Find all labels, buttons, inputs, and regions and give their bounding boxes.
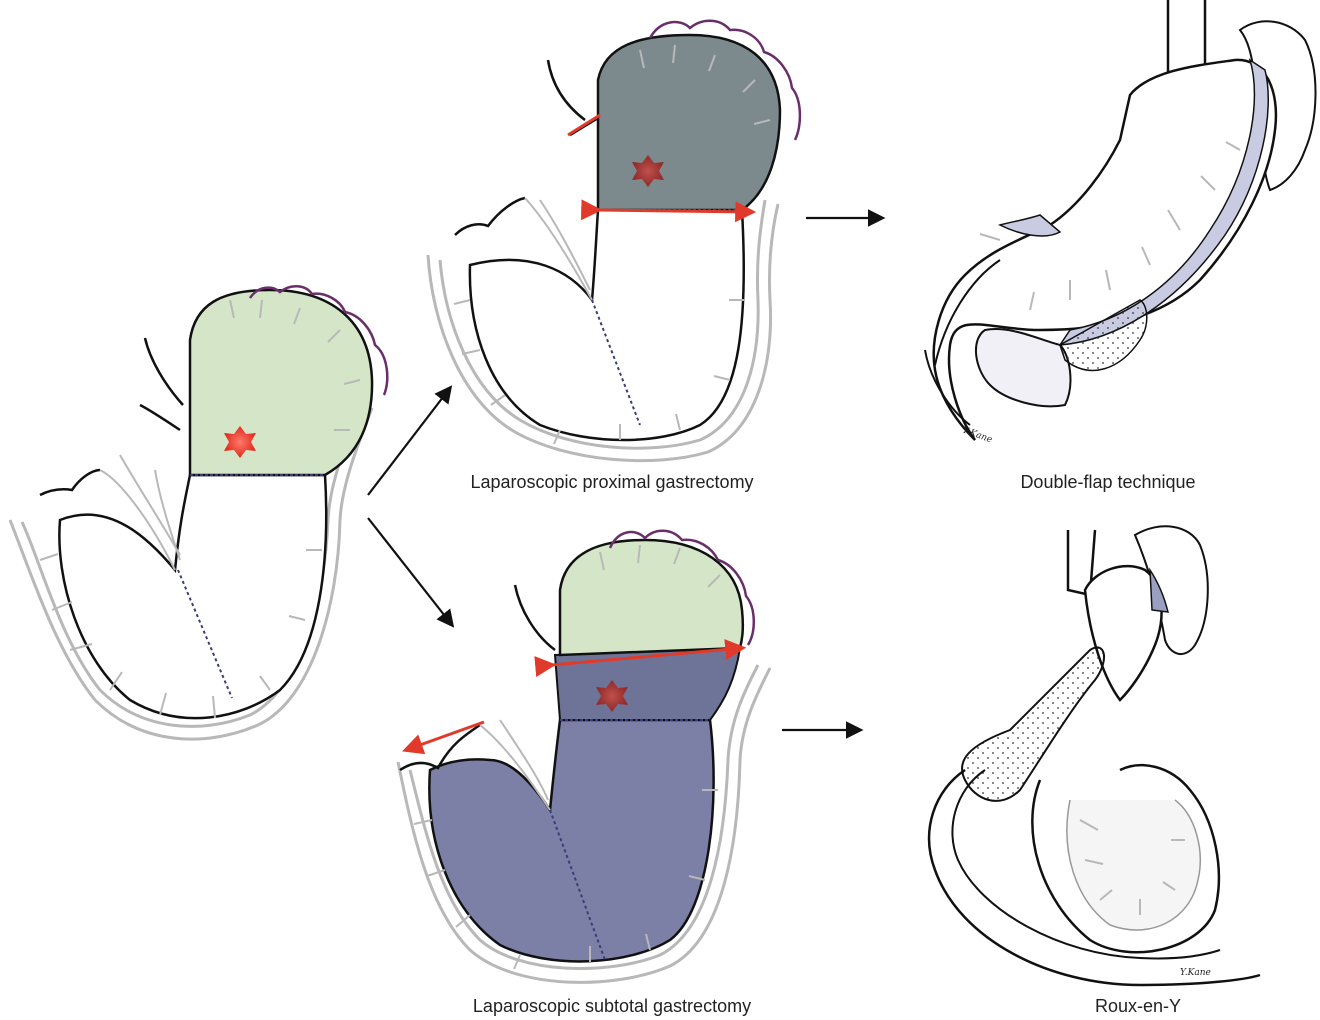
stomach-outline [470,210,744,440]
jejunum-remnant [976,329,1071,406]
caption-roux-en-y: Roux-en-Y [1095,996,1181,1017]
caption-subtotal-gastrectomy: Laparoscopic subtotal gastrectomy [473,996,751,1017]
esophagus [548,60,585,120]
resected-proximal [598,35,780,210]
arrow-to-proximal [368,388,450,495]
artist-signature: Y.Kane [961,425,993,445]
caption-proximal-gastrectomy: Laparoscopic proximal gastrectomy [470,472,753,493]
remnant-stomach [934,60,1276,440]
tumor-region [190,290,372,475]
double-flap-diagram: Y.Kane [925,0,1316,445]
original-stomach [10,286,387,739]
arrow-to-subtotal [368,518,452,625]
cut-line-proximal [598,210,752,212]
esophagus [145,338,183,405]
esophagus [515,585,555,650]
artist-signature: Y.Kane [1180,968,1211,978]
stomach-body-outline [59,475,326,718]
roux-en-y-diagram: Y.Kane [929,526,1260,985]
esophagus-stump [1168,0,1205,72]
caption-double-flap: Double-flap technique [1020,472,1195,493]
cut-line-duodenum [406,722,484,750]
subtotal-gastrectomy-diagram [398,531,770,983]
proximal-gastrectomy-diagram [428,21,800,461]
remnant-band [555,648,740,720]
resected-subtotal [429,720,713,961]
